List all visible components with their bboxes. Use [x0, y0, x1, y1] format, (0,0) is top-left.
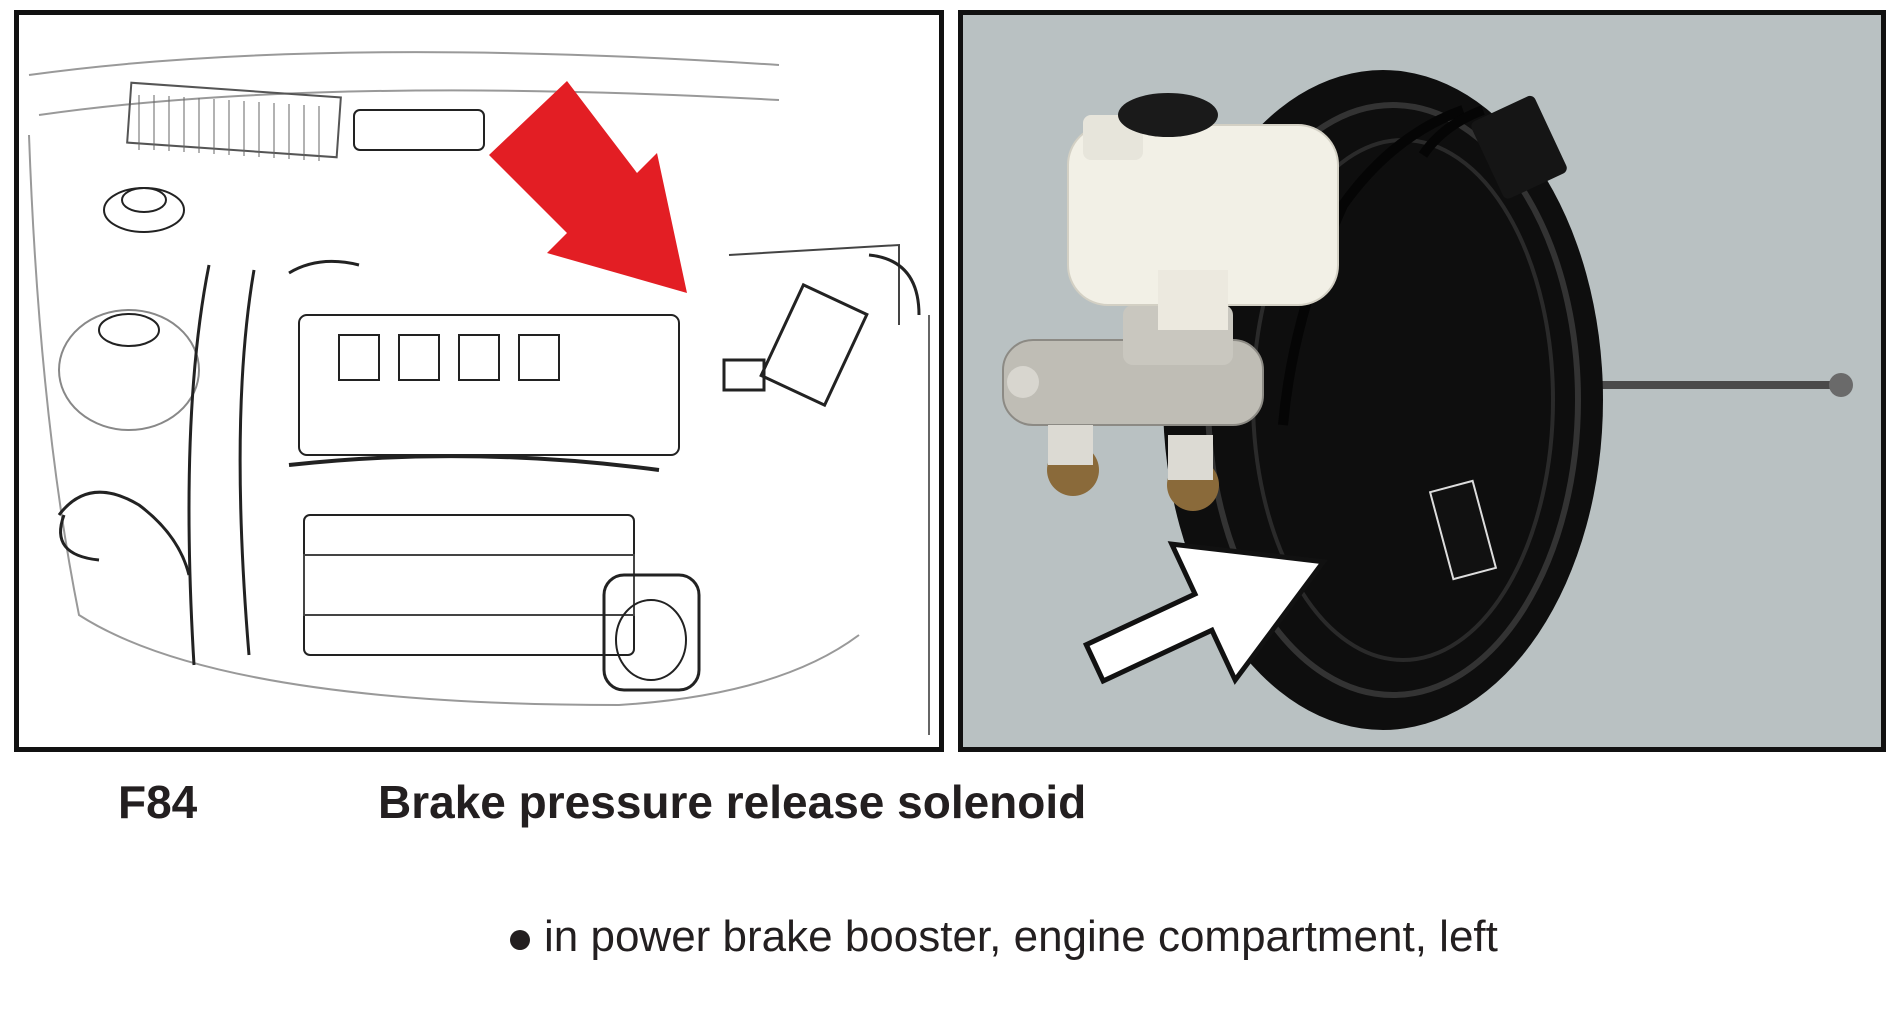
engine-line-drawing [28, 51, 930, 735]
list-item: in power brake booster, engine compartme… [510, 906, 1610, 968]
bullet-icon [510, 930, 530, 950]
brake-booster-photo [958, 10, 1886, 752]
location-text: in power brake booster, engine compartme… [544, 912, 1498, 961]
location-list: in power brake booster, engine compartme… [510, 906, 1610, 968]
component-code: F84 [118, 776, 198, 828]
arrow-up-right-icon [1082, 541, 1328, 685]
engine-compartment-illustration [14, 10, 944, 752]
component-title: Brake pressure release solenoid [378, 776, 1087, 828]
brake-booster-drawing [1002, 70, 1853, 730]
arrow-down-right-icon [489, 81, 687, 293]
